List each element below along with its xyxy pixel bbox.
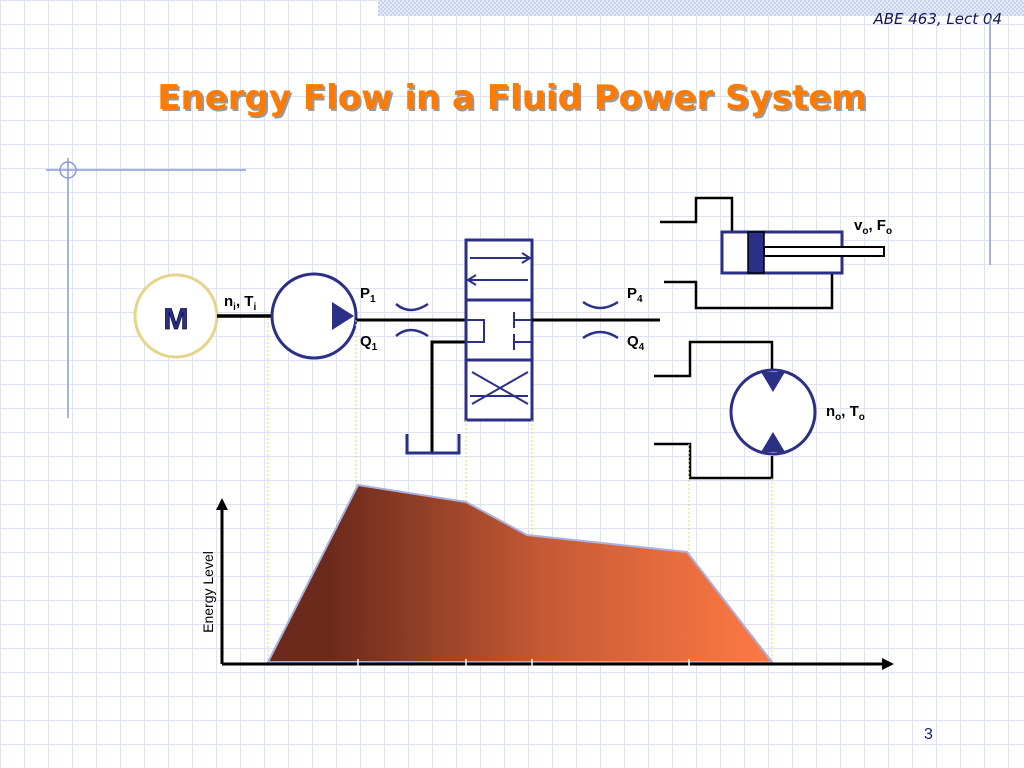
page-number: 3: [924, 726, 933, 743]
slide-title: Energy Flow in a Fluid Power System: [157, 78, 867, 118]
energy-level-chart: Energy Level: [200, 483, 894, 670]
energy-profile: [266, 483, 775, 663]
motor-inlet-arrow-icon: [761, 372, 785, 392]
energy-axis-label: Energy Level: [200, 551, 216, 633]
pump-arrow-icon: [332, 302, 354, 330]
flow-q4-label: Q4: [627, 333, 645, 353]
tank-icon: [405, 434, 461, 455]
projection-lines: [267, 318, 773, 662]
piston: [747, 231, 765, 274]
hydraulic-cylinder: [660, 196, 885, 310]
cylinder-output-label: vo, Fo: [854, 217, 892, 237]
pressure-line-4: [532, 300, 660, 340]
flow-q1-label: Q1: [360, 333, 378, 353]
motor-label: M: [164, 303, 189, 336]
course-label: ABE 463, Lect 04: [873, 10, 1002, 28]
pressure-line-1: [356, 302, 466, 338]
electric-motor: M: [133, 273, 219, 359]
pressure-p1-label: P1: [360, 285, 376, 305]
slide-decoration: [46, 18, 991, 418]
hydraulic-pump: [270, 272, 358, 360]
piston-rod: [763, 246, 885, 257]
directional-control-valve: [464, 238, 534, 422]
motor-outlet-arrow-icon: [761, 432, 785, 452]
hydraulic-motor: [654, 340, 817, 480]
return-line: [405, 340, 466, 455]
pump-input-label: ni, Ti: [224, 293, 256, 313]
pressure-p4-label: P4: [627, 285, 643, 305]
motor-output-label: no, To: [826, 403, 865, 423]
header-band: [378, 0, 1024, 16]
